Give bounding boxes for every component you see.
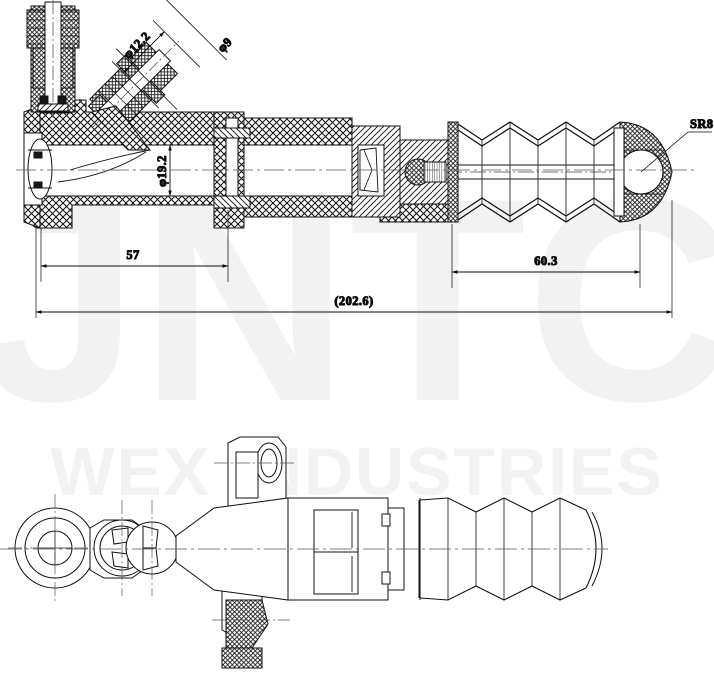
- external-view: [0, 436, 608, 669]
- dimension-len-202-6: (202.6): [35, 200, 673, 318]
- clevis-eye: [8, 494, 102, 602]
- inlet-port-vertical: [26, 0, 80, 118]
- dimension-label-dia-19-2: φ19.2: [155, 155, 169, 187]
- dimension-label-len-60-3: 60.3: [534, 254, 557, 268]
- dimension-label-rad-sr8: SR8: [690, 117, 713, 131]
- bellows-boot: [447, 121, 621, 223]
- mid-collar: [213, 111, 251, 229]
- watermark-secondary: WEX INDUSTRIES: [50, 434, 664, 510]
- end-cap-assembly: [23, 105, 53, 229]
- dimension-dia-19-2: φ19.2: [155, 144, 172, 197]
- lock-nut: [89, 500, 179, 596]
- dimension-label-dia-9: φ9: [215, 35, 235, 55]
- dimension-label-len-57: 57: [126, 248, 139, 262]
- dimension-len-57: 57: [40, 210, 229, 282]
- bellows-boot-external: [418, 497, 603, 601]
- piston-assembly: [351, 125, 453, 218]
- dimension-len-60-3: 60.3: [451, 224, 641, 288]
- dimension-rad-sr8: SR8: [640, 117, 714, 173]
- dimension-label-len-202-6: (202.6): [334, 294, 373, 308]
